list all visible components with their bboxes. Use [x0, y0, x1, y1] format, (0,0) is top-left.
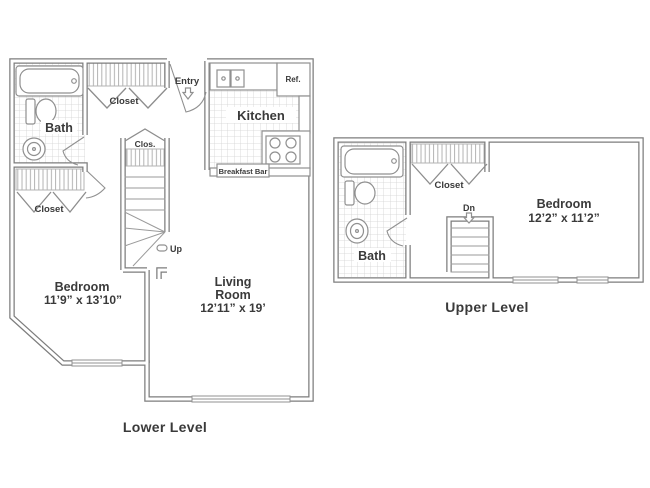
entry-door-swing: [169, 63, 207, 113]
bath-label-halo: [354, 248, 391, 262]
upper-bath-label: Bath: [358, 249, 386, 263]
door-swings: [62, 63, 408, 247]
lower-bath-door-swing: [62, 136, 85, 166]
lower-bedroom-label: Bedroom: [55, 280, 110, 294]
lower-bath-fixtures: [15, 65, 84, 161]
lower-level-caption: Lower Level: [123, 419, 207, 435]
closet-bifold-icon: [52, 191, 87, 214]
bathtub-drain: [71, 78, 77, 84]
stair-treads: [124, 176, 166, 267]
refrigerator-icon: [276, 62, 311, 97]
burner: [269, 137, 281, 149]
stairs-up-label: Up: [170, 244, 182, 254]
closet-bifold-icon: [450, 163, 488, 185]
toilet-icon: [35, 98, 57, 124]
sink-drain: [235, 76, 240, 81]
walls: [9, 58, 644, 402]
refrigerator-label: Ref.: [285, 75, 300, 84]
bathtub-inner: [19, 68, 80, 94]
lower-left-closet-label: Closet: [34, 204, 64, 215]
living-room-label-1: Living: [215, 275, 252, 289]
lower-top-closet-shelf: [86, 62, 167, 87]
upper-level-caption: Upper Level: [445, 299, 528, 315]
upper-stairs: [450, 227, 490, 273]
living-room-dims: 12’11” x 19’: [200, 301, 265, 315]
labels: Entry Bath Closet Closet Clos. Kitchen R…: [34, 75, 599, 435]
toilet-tank: [344, 180, 355, 206]
kitchen-counter-right: [298, 95, 311, 134]
burner: [285, 137, 297, 149]
burner: [269, 151, 281, 163]
lower-bedroom-door-swing: [85, 170, 106, 199]
up-marker-icon: [156, 244, 168, 252]
toilet-icon: [354, 181, 376, 205]
lower-bath-label: Bath: [45, 121, 73, 135]
kitchen-tile-floor-2: [210, 133, 262, 169]
lower-stairs: [124, 176, 168, 267]
small-closet-label: Clos.: [135, 139, 156, 149]
stair-treads: [450, 227, 490, 273]
bathtub-inner: [344, 148, 400, 175]
breakfast-bar-label-box: [216, 163, 270, 178]
toilet-tank: [25, 98, 36, 125]
upper-bath-fixtures: [340, 145, 404, 244]
lower-small-closet-shelf: [125, 148, 165, 167]
closet-bifold-icon: [87, 87, 127, 109]
closet-bifold-icon: [124, 128, 166, 142]
sink-drain: [31, 147, 36, 152]
upper-bath-door-swing: [386, 217, 408, 247]
lower-top-closet-label: Closet: [109, 96, 139, 107]
kitchen-label: Kitchen: [237, 108, 285, 123]
down-arrow-icon: [462, 212, 476, 224]
closet-door-marks: [16, 87, 488, 214]
closet-bifold-icon: [411, 163, 449, 185]
closet-bifold-icon: [16, 191, 52, 214]
bath-label-halo: [41, 120, 77, 134]
lower-bedroom-dims: 11’9” x 13’10”: [44, 293, 122, 307]
upper-closet-shelf: [410, 143, 488, 164]
kitchen-fixtures: [209, 62, 311, 178]
living-room-label-2: Room: [215, 288, 250, 302]
entry-arrow-icon: [181, 87, 195, 100]
closet-bifold-icon: [128, 87, 168, 109]
upper-closet-label: Closet: [434, 180, 464, 191]
burner: [285, 151, 297, 163]
kitchen-label-halo: [226, 107, 296, 123]
breakfast-bar-label: Breakfast Bar: [219, 167, 268, 176]
sink-drain: [221, 76, 226, 81]
sink-drain: [355, 229, 360, 234]
lower-left-closet-shelf: [15, 168, 85, 191]
windows: [71, 276, 609, 403]
stairs-down-label: Dn: [463, 203, 475, 213]
upper-bedroom-dims: 12’2” x 11’2”: [528, 211, 599, 225]
walls-inner-face: [10, 59, 643, 401]
upper-bedroom-label: Bedroom: [537, 197, 592, 211]
entry-label: Entry: [175, 76, 200, 87]
bathtub-drain: [391, 158, 397, 164]
